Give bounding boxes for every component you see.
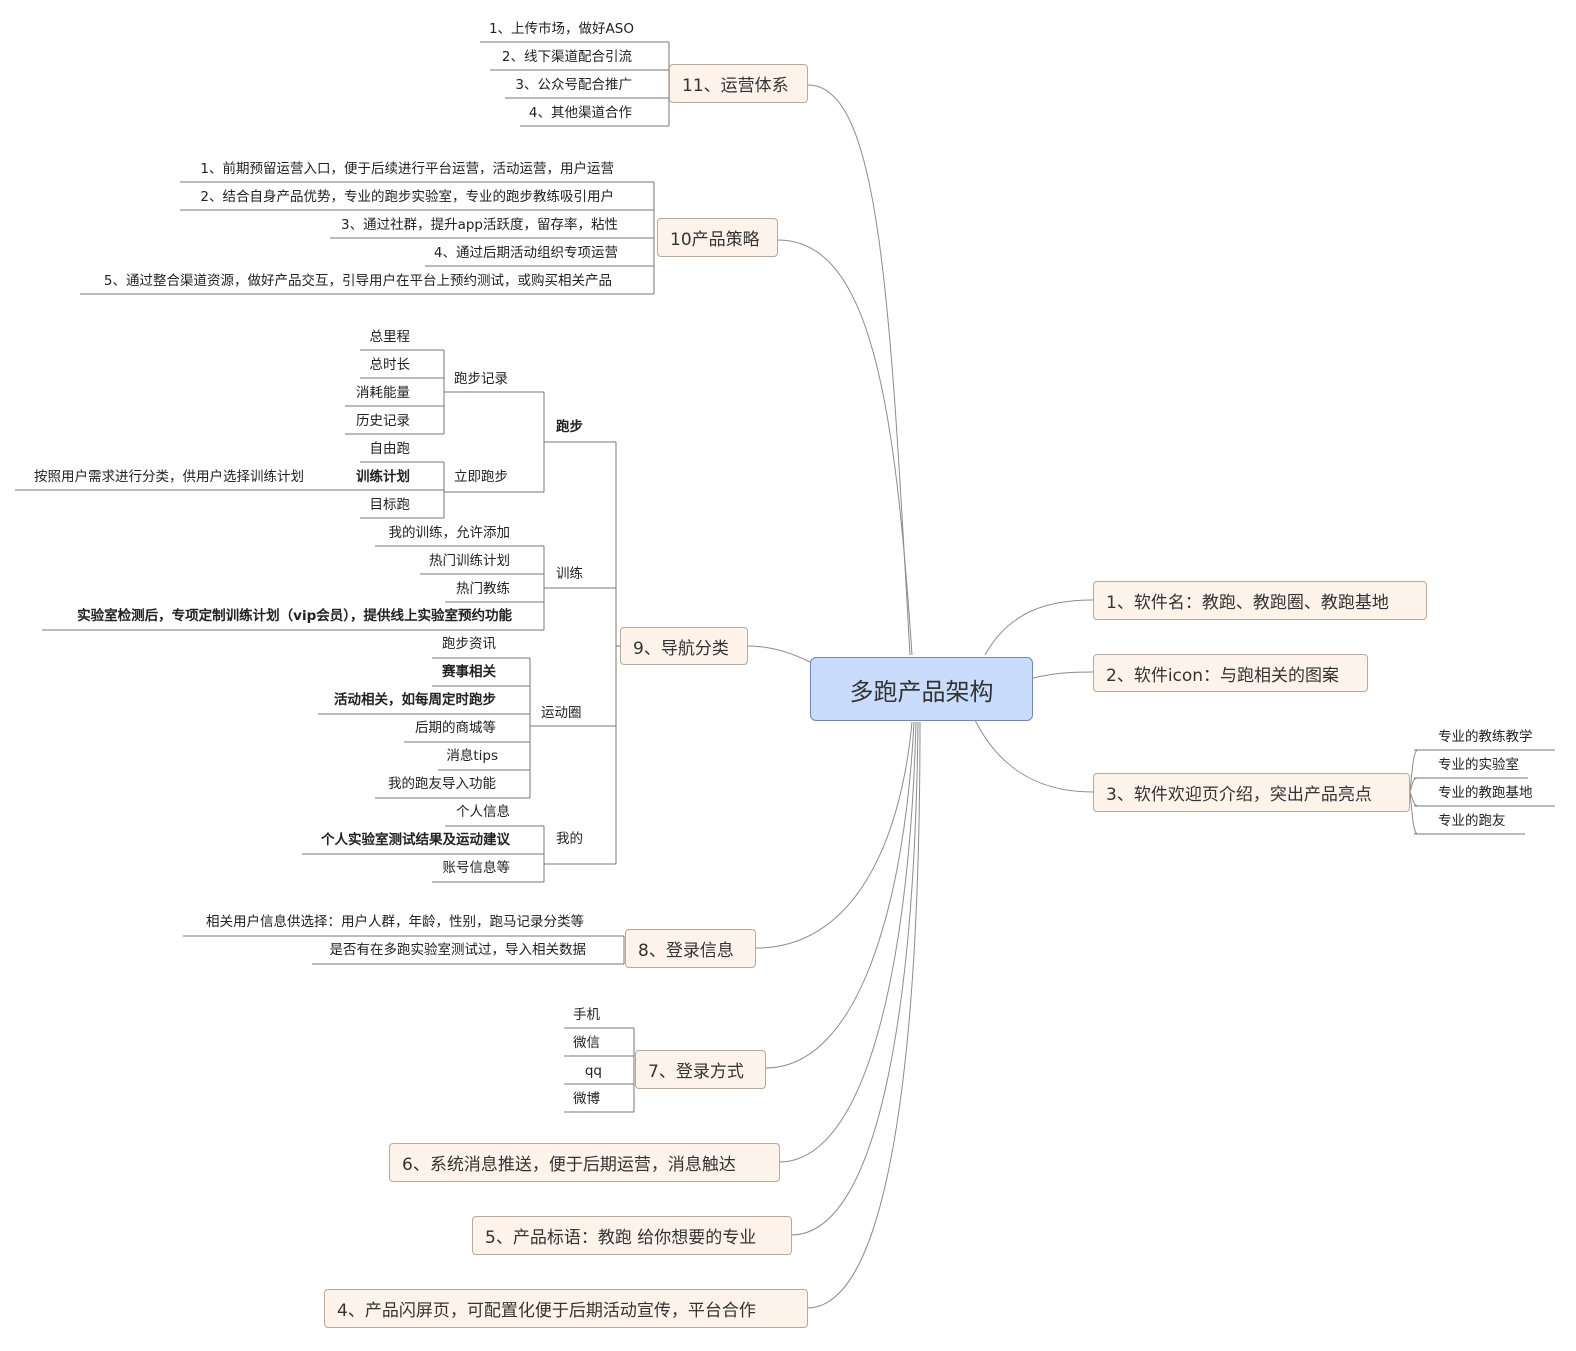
welcome-item-coach[interactable]: 专业的教练教学: [1438, 729, 1533, 745]
nav-sport-circle[interactable]: 运动圈: [541, 705, 582, 721]
topic-login-info[interactable]: 8、登录信息: [625, 929, 756, 968]
mine-item-profile[interactable]: 个人信息: [456, 804, 510, 820]
circle-item-tips[interactable]: 消息tips: [446, 748, 498, 764]
run-record-energy[interactable]: 消耗能量: [356, 385, 410, 401]
nav-run[interactable]: 跑步: [556, 419, 583, 435]
topic-login-method[interactable]: 7、登录方式: [635, 1050, 766, 1089]
nav-run-now[interactable]: 立即跑步: [454, 469, 508, 485]
run-plan-note[interactable]: 按照用户需求进行分类，供用户选择训练计划: [34, 469, 304, 485]
train-item-hot-coach[interactable]: 热门教练: [456, 581, 510, 597]
run-now-target[interactable]: 目标跑: [369, 497, 411, 513]
strategy-item-3[interactable]: 3、通过社群，提升app活跃度，留存率，粘性: [341, 217, 618, 233]
circle-item-events[interactable]: 赛事相关: [442, 664, 496, 680]
topic-operations[interactable]: 11、运营体系: [669, 64, 808, 103]
circle-item-friends-import[interactable]: 我的跑友导入功能: [388, 776, 496, 792]
nav-train[interactable]: 训练: [556, 566, 583, 582]
train-item-hot-plan[interactable]: 热门训练计划: [429, 553, 510, 569]
topic-software-icon[interactable]: 2、软件icon：与跑相关的图案: [1093, 654, 1368, 692]
run-record-history[interactable]: 历史记录: [356, 413, 410, 429]
strategy-item-2[interactable]: 2、结合自身产品优势，专业的跑步实验室，专业的跑步教练吸引用户: [200, 189, 614, 205]
topic-navigation[interactable]: 9、导航分类: [620, 627, 748, 665]
nav-run-record[interactable]: 跑步记录: [454, 371, 508, 387]
topic-software-name[interactable]: 1、软件名：教跑、教跑圈、教跑基地: [1093, 581, 1427, 620]
operations-item-4[interactable]: 4、其他渠道合作: [528, 105, 632, 121]
circle-item-mall[interactable]: 后期的商城等: [415, 720, 496, 736]
login-info-item-2[interactable]: 是否有在多跑实验室测试过，导入相关数据: [329, 942, 587, 958]
operations-item-3[interactable]: 3、公众号配合推广: [515, 77, 632, 93]
topic-product-strategy[interactable]: 10产品策略: [657, 218, 778, 257]
circle-item-activities[interactable]: 活动相关，如每周定时跑步: [334, 692, 496, 708]
strategy-item-1[interactable]: 1、前期预留运营入口，便于后续进行平台运营，活动运营，用户运营: [200, 161, 614, 177]
circle-item-news[interactable]: 跑步资讯: [442, 636, 496, 652]
train-item-lab-plan[interactable]: 实验室检测后，专项定制训练计划（vip会员），提供线上实验室预约功能: [77, 608, 512, 624]
operations-item-1[interactable]: 1、上传市场，做好ASO: [488, 21, 634, 37]
operations-item-2[interactable]: 2、线下渠道配合引流: [501, 49, 632, 65]
login-method-qq[interactable]: qq: [584, 1063, 602, 1079]
topic-push-notifications[interactable]: 6、系统消息推送，便于后期运营，消息触达: [389, 1143, 780, 1182]
run-record-total-distance[interactable]: 总里程: [369, 329, 411, 345]
welcome-item-lab[interactable]: 专业的实验室: [1438, 757, 1519, 773]
topic-welcome-page[interactable]: 3、软件欢迎页介绍，突出产品亮点: [1093, 773, 1410, 812]
login-info-item-1[interactable]: 相关用户信息供选择：用户人群，年龄，性别，跑马记录分类等: [206, 914, 584, 930]
login-method-phone[interactable]: 手机: [573, 1007, 600, 1023]
mine-item-account[interactable]: 账号信息等: [442, 860, 511, 876]
welcome-item-runner[interactable]: 专业的跑友: [1438, 813, 1506, 829]
topic-splash-screen[interactable]: 4、产品闪屏页，可配置化便于后期活动宣传，平台合作: [324, 1289, 808, 1328]
topic-product-slogan[interactable]: 5、产品标语：教跑 给你想要的专业: [472, 1216, 792, 1255]
nav-mine[interactable]: 我的: [556, 831, 583, 847]
run-record-total-time[interactable]: 总时长: [369, 357, 411, 373]
root-topic[interactable]: 多跑产品架构: [810, 657, 1033, 721]
strategy-item-4[interactable]: 4、通过后期活动组织专项运营: [433, 245, 618, 261]
login-method-weibo[interactable]: 微博: [573, 1091, 600, 1107]
welcome-item-base[interactable]: 专业的教跑基地: [1438, 785, 1533, 801]
mine-item-lab-results[interactable]: 个人实验室测试结果及运动建议: [321, 832, 510, 848]
run-now-plan[interactable]: 训练计划: [356, 469, 410, 485]
strategy-item-5[interactable]: 5、通过整合渠道资源，做好产品交互，引导用户在平台上预约测试，或购买相关产品: [103, 273, 612, 289]
run-now-free[interactable]: 自由跑: [369, 441, 411, 457]
train-item-mine[interactable]: 我的训练，允许添加: [388, 525, 511, 541]
login-method-wechat[interactable]: 微信: [573, 1035, 600, 1051]
